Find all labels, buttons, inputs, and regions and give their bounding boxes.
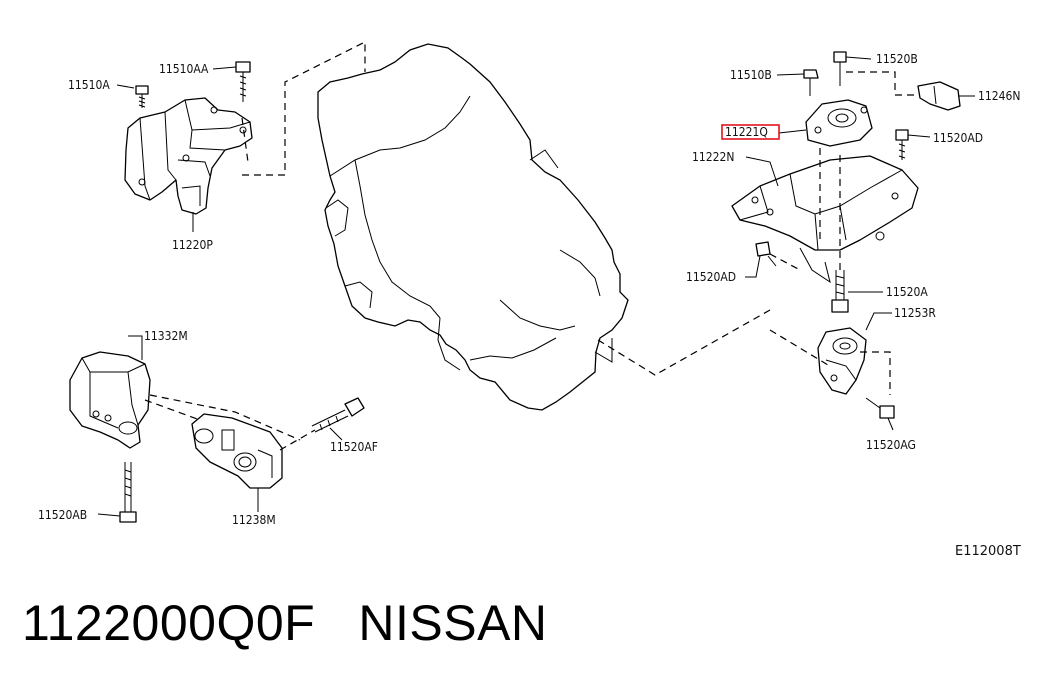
label-11520AD-top[interactable]: 11520AD xyxy=(933,131,983,145)
label-11520AG[interactable]: 11520AG xyxy=(866,438,916,452)
label-11220P[interactable]: 11220P xyxy=(172,238,213,252)
label-11520AD-bottom[interactable]: 11520AD xyxy=(686,270,736,284)
bolt-11520AD-bottom xyxy=(755,241,777,267)
brand-name: NISSAN xyxy=(358,595,548,651)
bracket-11332M xyxy=(69,351,151,449)
label-11520A[interactable]: 11520A xyxy=(886,285,928,299)
label-11510AA[interactable]: 11510AA xyxy=(159,62,209,76)
insulator-11221Q xyxy=(805,99,873,147)
dashed-connectors xyxy=(144,41,891,451)
bolt-11520AB xyxy=(119,462,137,523)
bracket-11222N xyxy=(731,155,919,284)
part-labels: 11510A 11510AA 11220P 11332M 11520AB 112… xyxy=(38,52,1020,527)
label-11253R[interactable]: 11253R xyxy=(894,306,936,320)
label-11520AF[interactable]: 11520AF xyxy=(330,440,378,454)
bracket-11246N xyxy=(846,71,961,111)
label-11520B[interactable]: 11520B xyxy=(876,52,918,66)
label-11520AB[interactable]: 11520AB xyxy=(38,508,87,522)
label-11510B[interactable]: 11510B xyxy=(730,68,772,82)
highlight-box-11221Q xyxy=(721,124,780,140)
part-caption: 1122000Q0F NISSAN xyxy=(22,596,548,651)
label-11238M[interactable]: 11238M xyxy=(232,513,276,527)
leader-lines xyxy=(97,56,975,517)
engine-mount-11220P xyxy=(124,97,253,215)
label-11221Q[interactable]: 11221Q xyxy=(725,125,768,139)
torque-rod-11238M xyxy=(191,413,283,489)
diagram-reference-code: E112008T xyxy=(955,544,1021,559)
bracket-11253R xyxy=(817,327,867,395)
part-number: 1122000Q0F xyxy=(22,595,316,651)
bolt-11520AF xyxy=(311,397,365,433)
bolt-11520AG xyxy=(865,397,895,419)
label-11246N[interactable]: 11246N xyxy=(978,89,1020,103)
engine-outline xyxy=(317,43,629,411)
label-11222N[interactable]: 11222N xyxy=(692,150,734,164)
bolt-11510AA xyxy=(235,61,251,102)
bolt-11520AD-top xyxy=(895,129,909,160)
bolt-11520B xyxy=(833,51,847,86)
bolt-11510A xyxy=(135,85,149,108)
nut-11510B xyxy=(803,69,819,96)
label-11510A[interactable]: 11510A xyxy=(68,78,110,92)
bolt-11520A xyxy=(831,270,849,313)
label-11332M[interactable]: 11332M xyxy=(144,329,188,343)
